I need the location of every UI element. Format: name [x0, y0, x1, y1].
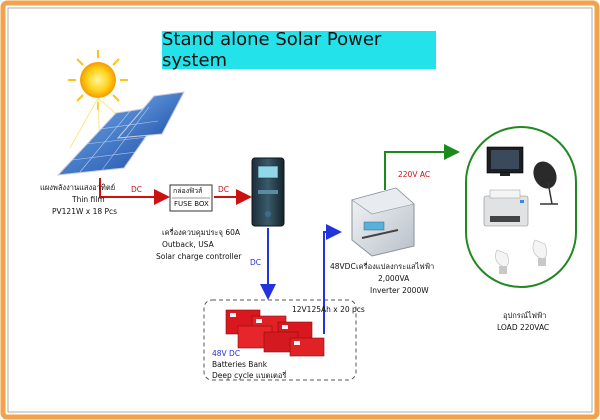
- printer-icon: [483, 189, 529, 227]
- ac-wire-inverter-to-load: [384, 144, 460, 190]
- ac-label: 220V AC: [398, 170, 431, 179]
- dc-wire-panel-to-fuse: [99, 178, 170, 205]
- panel-type: Thin film: [72, 195, 105, 204]
- battery-spec: 12V125Ah x 20 pcs: [292, 305, 365, 314]
- sun-icon: [68, 50, 141, 151]
- load-spec: LOAD 220VAC: [497, 323, 550, 332]
- light-bulb-icon: [495, 249, 509, 274]
- battery-type: Deep cycle แบตเตอรี่: [212, 371, 287, 380]
- battery-icon: [225, 309, 325, 357]
- page-inner-border: [7, 7, 593, 413]
- dc-label-1: DC: [131, 185, 143, 194]
- load-group: [465, 126, 577, 288]
- inverter-type: Inverter 2000W: [370, 286, 429, 295]
- inverter-icon: [351, 187, 415, 257]
- battery-name: Batteries Bank: [212, 360, 268, 369]
- panel-label-th: แผงพลังงานแสงอาทิตย์: [40, 183, 116, 192]
- load-label-th: อุปกรณ์ไฟฟ้า: [503, 311, 547, 320]
- controller-brand: Outback, USA: [162, 240, 214, 249]
- dc-wire-battery-to-inverter: [323, 224, 342, 334]
- tv-icon: [486, 146, 524, 176]
- inverter-rating: 2,000VA: [378, 274, 410, 283]
- charge-controller-icon: [251, 157, 285, 227]
- page-title: Stand alone Solar Power system: [162, 29, 436, 71]
- controller-type: Solar charge controller: [156, 252, 242, 261]
- inverter-label-th: เครื่องแปลงกระแสไฟฟ้า: [356, 262, 435, 271]
- fuse-box-label-en: FUSE BOX: [174, 200, 209, 208]
- dc-label-2: DC: [218, 185, 230, 194]
- controller-label-th: เครื่องควบคุมประจุ 60A: [162, 228, 240, 237]
- panel-spec: PV121W x 18 Pcs: [52, 207, 118, 216]
- battery-voltage: 48V DC: [212, 349, 241, 358]
- solar-panel-icon: [56, 91, 185, 176]
- satellite-dish-icon: [533, 161, 558, 205]
- vdc48-label: 48VDC: [330, 262, 356, 271]
- fuse-box-label-th: กล่องฟิวส์: [173, 187, 203, 195]
- light-bulb-icon: [532, 239, 547, 266]
- dc-label-3: DC: [250, 258, 262, 267]
